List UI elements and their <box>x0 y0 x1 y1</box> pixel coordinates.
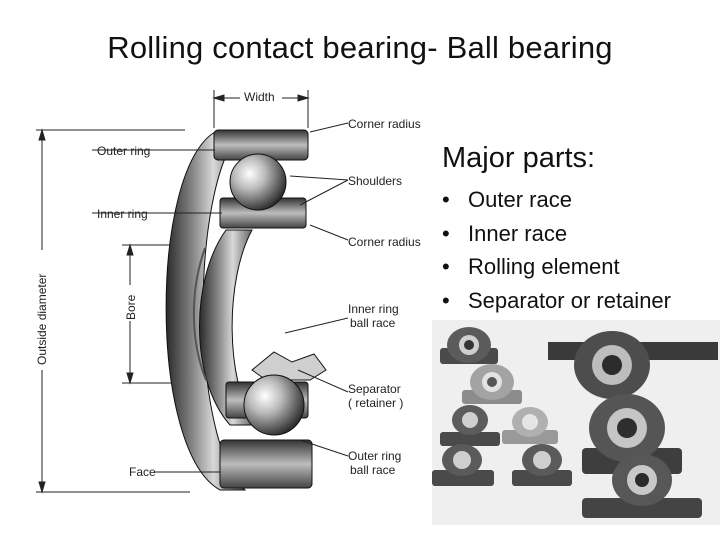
pillow-block-bearings-photo <box>432 320 720 525</box>
pillow-block-bearing <box>432 444 494 486</box>
outside-diameter-label: Outside diameter <box>35 274 49 365</box>
part-label: Rolling element <box>468 254 620 279</box>
bullet-icon: • <box>442 254 450 279</box>
bullet-icon: • <box>442 287 450 313</box>
outside-diameter-label-group: Outside diameter <box>35 250 49 370</box>
inner-ring-ball-race-label-1: Inner ring <box>348 302 399 316</box>
bullet-icon: • <box>442 220 450 246</box>
major-parts-heading: Major parts: <box>442 142 596 174</box>
bullet-icon: • <box>442 187 450 212</box>
list-item: • Outer race <box>442 183 671 217</box>
part-label: Outer race <box>468 187 572 212</box>
corner-radius-mid-label: Corner radius <box>348 235 421 249</box>
bore-label: Bore <box>124 294 138 320</box>
width-label: Width <box>244 90 275 104</box>
bore-label-group: Bore <box>123 285 138 321</box>
list-item: • Inner race <box>442 217 671 251</box>
list-item: • Rolling element <box>442 250 671 284</box>
pillow-block-bearing <box>462 364 522 404</box>
pillow-block-bearing <box>548 331 718 399</box>
leader-lines <box>92 122 349 473</box>
list-item: • Separator or retainer <box>442 284 671 318</box>
width-dimension <box>212 90 310 128</box>
part-label: Separator or retainer <box>468 287 671 313</box>
corner-radius-top-label: Corner radius <box>348 117 421 131</box>
face-label: Face <box>129 465 156 479</box>
inner-ring-ball-race-label-2: ball race <box>350 316 396 330</box>
major-parts-list: • Outer race • Inner race • Rolling element… <box>442 183 671 317</box>
outer-ring-label: Outer ring <box>97 144 150 158</box>
inner-ring-label: Inner ring <box>97 207 148 221</box>
pillow-block-bearing <box>512 444 572 486</box>
outer-ring-ball-race-label-2: ball race <box>350 463 396 477</box>
outer-ring-ball-race-label-1: Outer ring <box>348 449 401 463</box>
part-label: Inner race <box>468 220 568 246</box>
pillow-block-bearing <box>440 327 498 364</box>
separator-label-2: ( retainer ) <box>348 396 403 410</box>
pillow-block-bearing <box>502 407 558 444</box>
bearing-cross-section <box>165 129 327 491</box>
shoulders-label: Shoulders <box>348 174 402 188</box>
pillow-block-bearing <box>440 405 500 446</box>
separator-label-1: Separator <box>348 382 401 396</box>
pillow-block-bearing <box>582 454 702 518</box>
slide-title: Rolling contact bearing- Ball bearing <box>107 30 613 65</box>
bearing-diagram: Outside diameter Bore Width <box>35 90 421 494</box>
